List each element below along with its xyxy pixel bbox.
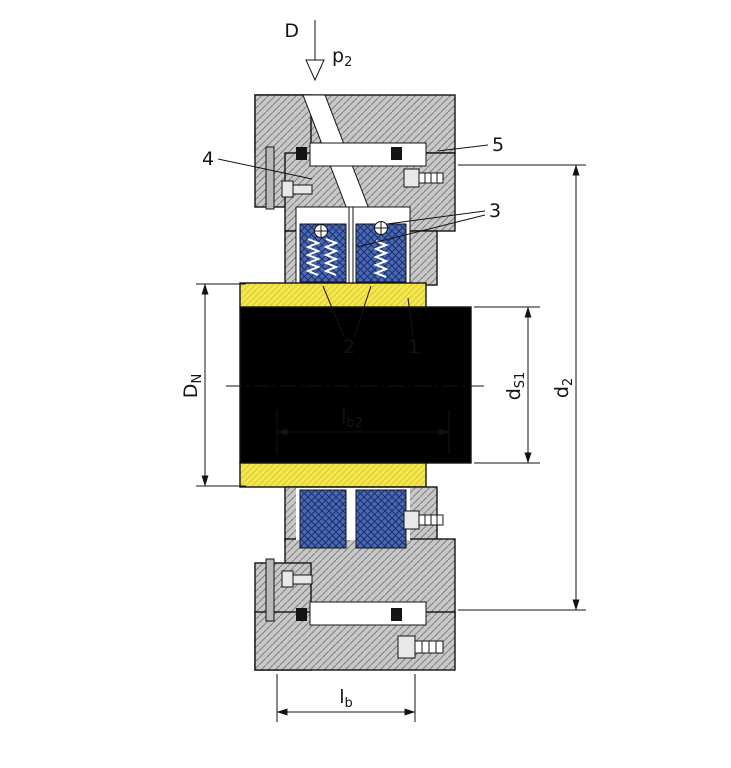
upper-right-bolt [403, 168, 444, 188]
lower-oring-right [391, 608, 402, 621]
lower-set-screw [281, 570, 313, 588]
flow-arrow-head [305, 59, 325, 82]
shaft-sleeve-top [239, 282, 427, 308]
lower-seal-ring-left-front [299, 489, 347, 549]
part-label-5: 5 [492, 134, 504, 156]
leader-part-3 [386, 210, 486, 225]
shaft [239, 306, 472, 464]
dimension-dS1: dS1 [474, 306, 540, 464]
pressure-label: p2 [332, 45, 352, 70]
upper-oring-left [296, 147, 307, 160]
dimension-label-lb: lb [339, 686, 353, 711]
leader-part-3 [356, 214, 486, 248]
leader-part-5 [437, 144, 489, 152]
upper-housing [254, 94, 456, 286]
flow-direction-label: D [284, 20, 299, 42]
dimension-label-DN: DN [180, 374, 205, 398]
upper-drive-pin-left [314, 224, 328, 238]
upper-drive-pin-right [374, 221, 388, 235]
part-label-4: 4 [202, 148, 214, 170]
upper-oring-right [391, 147, 402, 160]
dimension-lb: lb [276, 674, 416, 722]
shaft-sleeve [226, 282, 484, 488]
part-label-2: 2 [343, 336, 355, 358]
leader-part-1 [407, 297, 414, 338]
upper-window [309, 142, 427, 167]
flow-arrow-group: D p2 [284, 20, 352, 82]
shaft-sleeve-bottom [239, 462, 427, 488]
upper-seal-rings [299, 207, 407, 285]
leader-part-2 [353, 285, 372, 338]
spring [305, 238, 321, 276]
upper-clamp-plate [265, 146, 275, 210]
lower-housing [254, 486, 456, 671]
upper-seal-ring-left [299, 223, 347, 283]
dimension-DN: DN [180, 283, 246, 487]
dimension-d2: d2 [458, 164, 586, 611]
part-callouts: 4 5 3 2 1 [202, 134, 504, 358]
leader-part-4 [217, 158, 313, 180]
lower-flange-bolt [397, 635, 444, 659]
leader-part-2 [322, 285, 345, 338]
lower-seal-ring-right-front [355, 489, 407, 549]
dimension-label-dS1: dS1 [503, 372, 528, 401]
dimension-lb2: lb2 [276, 406, 450, 454]
upper-set-screw [281, 180, 313, 198]
dimension-label-lb2: lb2 [341, 406, 363, 431]
part-label-1: 1 [408, 336, 420, 358]
part-label-3: 3 [489, 200, 501, 222]
spring [323, 238, 339, 276]
lower-oring-left [296, 608, 307, 621]
lower-mid-bolt [403, 510, 444, 530]
dimension-label-d2: d2 [551, 378, 576, 398]
lower-clamp-plate [265, 558, 275, 622]
spring [373, 240, 389, 278]
lower-window [309, 601, 427, 626]
